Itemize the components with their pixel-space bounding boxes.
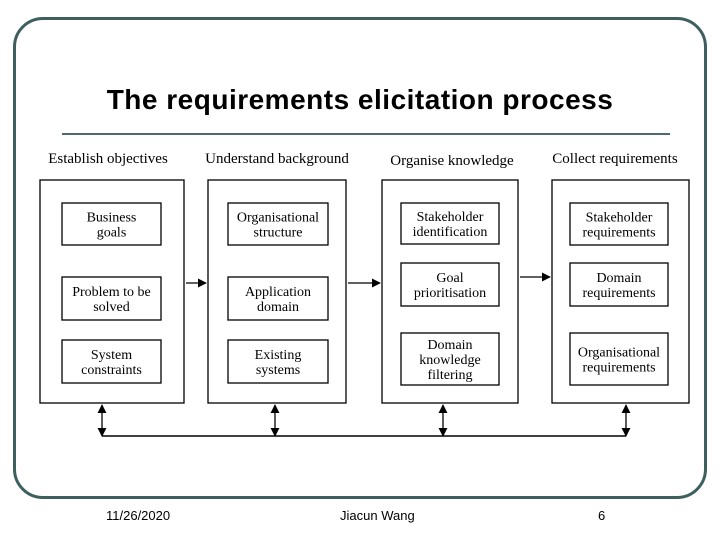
activity-box-domain-knowledge-filtering <box>400 332 500 386</box>
activity-text: knowledge <box>419 353 480 368</box>
activity-text: Domain <box>427 338 472 353</box>
activity-box-organisational-structure <box>227 202 329 246</box>
slide-frame <box>13 17 707 499</box>
activity-text: Application <box>245 285 311 300</box>
activity-box-existing-systems <box>227 339 329 384</box>
footer-author: Jiacun Wang <box>340 508 415 523</box>
activity-text: Existing <box>255 348 302 363</box>
activity-text: domain <box>257 300 299 315</box>
activity-text: Goal <box>436 271 463 286</box>
stage-box-organise-knowledge <box>381 179 519 404</box>
activity-box-domain-requirements <box>569 262 669 307</box>
activity-text: filtering <box>427 368 472 383</box>
title-divider <box>62 133 670 135</box>
activity-text: requirements <box>582 286 655 301</box>
activity-text: Stakeholder <box>417 210 484 225</box>
activity-text: requirements <box>582 361 655 376</box>
activity-text: Organisational <box>578 346 660 361</box>
activity-text: System <box>91 348 132 363</box>
stage-label-understand-background: Understand background <box>205 151 349 167</box>
slide-title: The requirements elicitation process <box>106 84 614 115</box>
activity-box-application-domain <box>227 276 329 321</box>
activity-text: structure <box>254 226 303 241</box>
activity-box-goal-prioritisation <box>400 262 500 307</box>
activity-box-business-goals <box>61 202 162 246</box>
activity-text: Organisational <box>237 211 319 226</box>
stage-label-organise-knowledge: Organise knowledge <box>390 153 514 169</box>
activity-text: Problem to be <box>72 285 151 300</box>
activity-text: goals <box>97 226 127 241</box>
footer-page-number: 6 <box>598 508 606 523</box>
activity-box-stakeholder-requirements <box>569 202 669 246</box>
activity-text: systems <box>256 363 300 378</box>
activity-box-organisational-requirements <box>569 332 669 386</box>
activity-text: constraints <box>81 363 142 378</box>
activity-text: Stakeholder <box>586 211 653 226</box>
stage-box-collect-requirements <box>551 179 690 404</box>
activity-box-stakeholder-identification <box>400 202 500 245</box>
activity-text: prioritisation <box>414 286 486 301</box>
stage-box-establish-objectives <box>39 179 185 404</box>
activity-box-problem-to-be-solved <box>61 276 162 321</box>
activity-text: requirements <box>582 226 655 241</box>
stage-label-establish-objectives: Establish objectives <box>48 151 168 167</box>
activity-text: Domain <box>596 271 641 286</box>
stage-label-collect-requirements: Collect requirements <box>552 151 678 167</box>
activity-text: solved <box>93 300 130 315</box>
activity-box-system-constraints <box>61 339 162 384</box>
activity-text: Business <box>87 211 137 226</box>
stage-box-understand-background <box>207 179 347 404</box>
activity-text: identification <box>413 225 488 240</box>
footer-date: 11/26/2020 <box>106 508 171 523</box>
